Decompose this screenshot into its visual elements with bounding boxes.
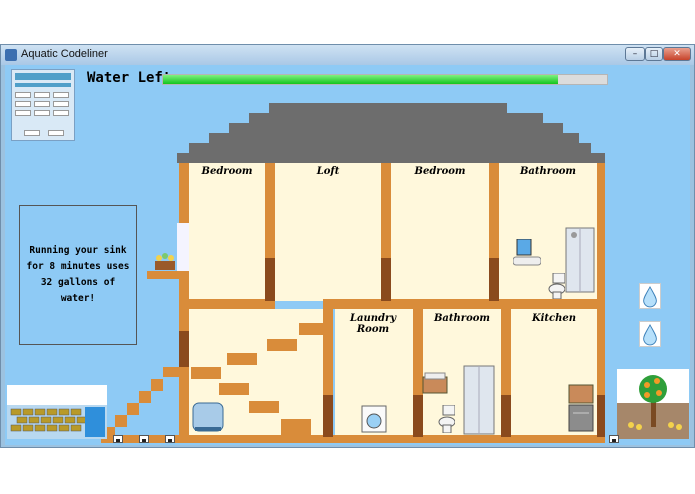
title-bar: Aquatic Codeliner – □ ✕ bbox=[1, 45, 694, 65]
room-loft bbox=[275, 163, 381, 301]
stair-step bbox=[127, 403, 139, 415]
water-left-label: Water Left: bbox=[87, 70, 180, 86]
room-bedroom-right bbox=[391, 163, 489, 301]
mini-button[interactable] bbox=[34, 101, 50, 107]
pool[interactable] bbox=[7, 385, 107, 439]
wall bbox=[489, 163, 499, 301]
label-laundry-room: Laundry Room bbox=[349, 313, 397, 335]
door bbox=[179, 331, 189, 367]
roof bbox=[189, 143, 591, 153]
label-bedroom-right: Bedroom bbox=[414, 166, 466, 177]
info-message: Running your sink for 8 minutes uses 32 … bbox=[26, 244, 130, 305]
minimize-button[interactable]: – bbox=[625, 47, 645, 61]
stair-step bbox=[191, 367, 221, 379]
mini-button[interactable] bbox=[48, 130, 64, 136]
window-sill bbox=[147, 271, 189, 279]
stair-step bbox=[281, 419, 311, 435]
mini-panel-header bbox=[15, 73, 71, 80]
mini-button[interactable] bbox=[34, 92, 50, 98]
outlet-icon bbox=[609, 435, 619, 443]
app-window: Aquatic Codeliner – □ ✕ Water Left: Runn bbox=[0, 44, 695, 448]
garden[interactable] bbox=[617, 369, 689, 439]
mini-button[interactable] bbox=[34, 110, 50, 116]
roof bbox=[177, 153, 605, 163]
mini-control-panel[interactable] bbox=[11, 69, 75, 141]
label-kitchen: Kitchen bbox=[531, 313, 577, 324]
door bbox=[323, 395, 333, 437]
water-left-progress bbox=[162, 74, 608, 85]
door bbox=[597, 395, 605, 437]
sink-icon[interactable] bbox=[512, 238, 542, 267]
mini-button[interactable] bbox=[53, 110, 69, 116]
stair-step bbox=[163, 367, 189, 377]
door bbox=[413, 395, 423, 437]
label-bathroom-upper: Bathroom bbox=[519, 166, 576, 177]
roof bbox=[249, 113, 543, 123]
lower-toilet-icon[interactable] bbox=[437, 404, 456, 434]
game-area: Water Left: Running your sink for 8 minu… bbox=[5, 65, 690, 445]
mini-button[interactable] bbox=[15, 110, 31, 116]
roof bbox=[209, 133, 579, 143]
window bbox=[177, 223, 189, 271]
roof bbox=[269, 103, 507, 113]
mini-panel-bar bbox=[15, 83, 71, 87]
wall bbox=[323, 309, 333, 439]
wall bbox=[381, 163, 391, 301]
label-bathroom-lower: Bathroom bbox=[433, 313, 490, 324]
label-bedroom-left: Bedroom bbox=[201, 166, 253, 177]
kitchen-sink-icon[interactable] bbox=[567, 383, 595, 433]
info-panel: Running your sink for 8 minutes uses 32 … bbox=[19, 205, 137, 345]
app-icon bbox=[5, 49, 17, 61]
mini-button[interactable] bbox=[53, 101, 69, 107]
toilet-icon[interactable] bbox=[547, 272, 566, 300]
wall bbox=[413, 309, 423, 439]
stair-step bbox=[151, 379, 163, 391]
mini-button[interactable] bbox=[15, 92, 31, 98]
roof bbox=[229, 123, 563, 133]
outlet-icon bbox=[113, 435, 123, 443]
water-heater-icon[interactable] bbox=[191, 399, 225, 433]
door bbox=[265, 258, 275, 301]
stair-step bbox=[249, 401, 279, 413]
bathroom-sink-icon[interactable] bbox=[421, 371, 449, 395]
washing-machine-icon[interactable] bbox=[361, 405, 387, 433]
floor-ground bbox=[101, 435, 605, 443]
flower-box-icon[interactable] bbox=[153, 251, 177, 271]
stair-step bbox=[227, 353, 257, 365]
floor-upper-left bbox=[179, 299, 275, 309]
shower-icon[interactable] bbox=[565, 227, 595, 293]
stair-step bbox=[103, 427, 115, 437]
stair-step bbox=[267, 339, 297, 351]
stair-step bbox=[219, 383, 249, 395]
stair-step bbox=[139, 391, 151, 403]
water-drop-icon[interactable] bbox=[639, 283, 661, 309]
outlet-icon bbox=[139, 435, 149, 443]
door bbox=[489, 258, 499, 301]
outlet-icon bbox=[165, 435, 175, 443]
close-button[interactable]: ✕ bbox=[663, 47, 691, 61]
water-drop-icon[interactable] bbox=[639, 321, 661, 347]
stair-step bbox=[115, 415, 127, 427]
mini-button[interactable] bbox=[53, 92, 69, 98]
water-left-progress-fill bbox=[163, 75, 559, 84]
door bbox=[501, 395, 511, 437]
stair-step bbox=[299, 323, 323, 335]
lower-shower-icon[interactable] bbox=[463, 365, 495, 435]
label-loft: Loft bbox=[316, 166, 340, 177]
door bbox=[381, 258, 391, 301]
mini-button[interactable] bbox=[24, 130, 40, 136]
mini-button[interactable] bbox=[15, 101, 31, 107]
room-bedroom-left bbox=[189, 163, 265, 301]
maximize-button[interactable]: □ bbox=[645, 47, 663, 61]
wall bbox=[501, 309, 511, 439]
floor-upper-right bbox=[323, 299, 605, 309]
wall bbox=[265, 163, 275, 301]
window-title: Aquatic Codeliner bbox=[21, 48, 108, 60]
